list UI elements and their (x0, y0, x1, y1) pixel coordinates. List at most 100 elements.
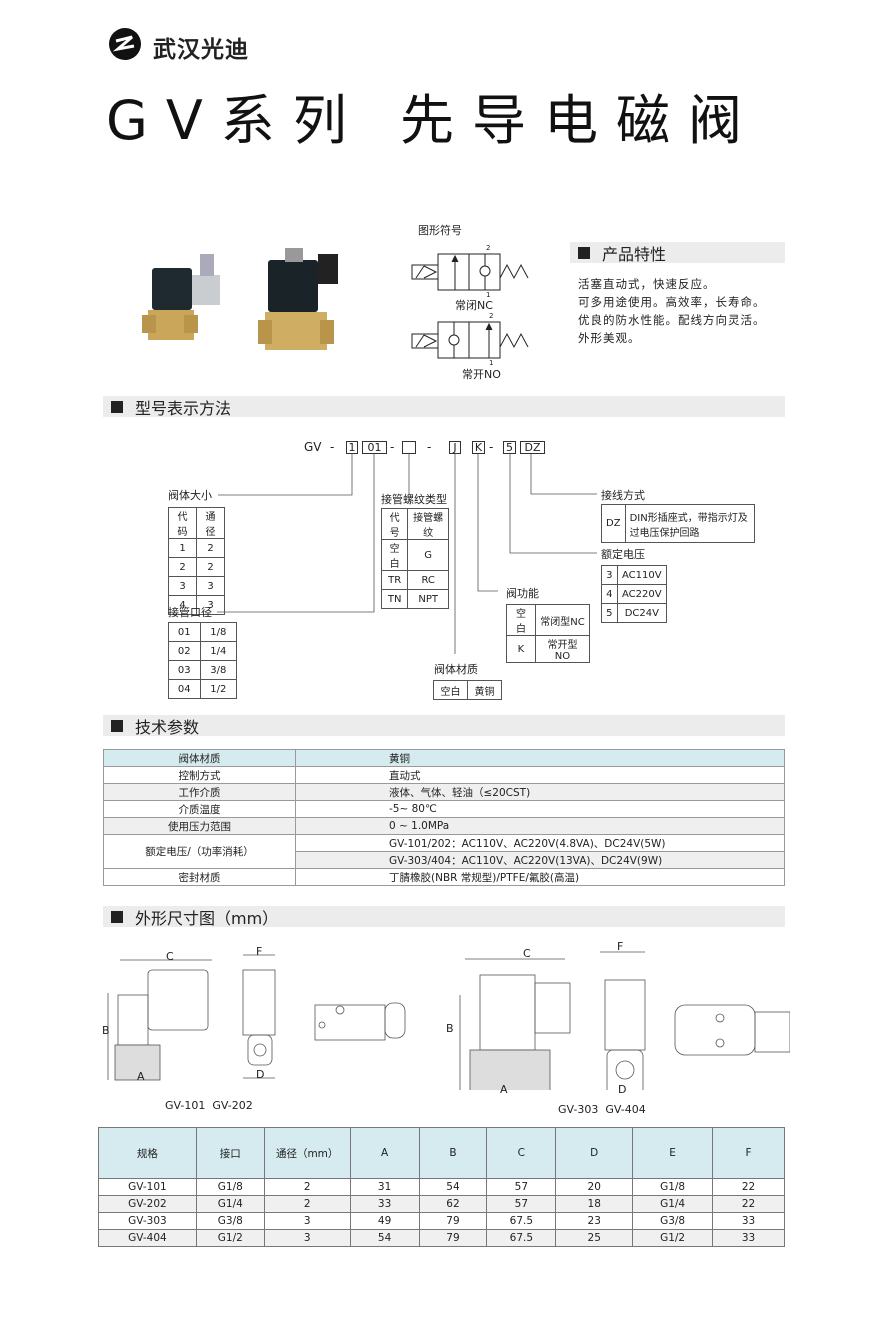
brand-name: 武汉光迪 (153, 37, 249, 63)
cell: 使用压力范围 (103, 817, 296, 835)
cell: C (486, 1127, 557, 1179)
section-header-dimensions: 外形尺寸图（mm） (103, 906, 785, 928)
body-material-table: 空白黄铜 (433, 680, 502, 700)
dim-letter: F (617, 940, 624, 953)
code-wiring-box: DZ (520, 441, 545, 454)
cell: 67.5 (486, 1229, 557, 1247)
section-header-features: 产品特性 (570, 242, 785, 264)
cell: E (632, 1127, 714, 1179)
cell: 33 (349, 1195, 420, 1213)
square-bullet-icon (111, 400, 123, 413)
drawing-caption-large: GV-303 GV-404 (558, 1103, 646, 1116)
cell: 规格 (98, 1127, 197, 1179)
table-row: 阀体材质黄铜 (103, 749, 785, 767)
cell: 3 (196, 595, 225, 615)
dim-letter: F (256, 945, 263, 958)
cell: 代号 (380, 508, 409, 540)
cell: K (506, 635, 536, 663)
cell: 3 (263, 1229, 351, 1247)
port-label: 1 (486, 291, 491, 299)
square-bullet-icon (578, 246, 590, 259)
cell: 常开型NO (534, 635, 591, 663)
dimension-drawings (107, 951, 790, 1090)
cell: DZ (601, 504, 626, 543)
cell: 2 (196, 538, 225, 558)
dim-letter: A (137, 1070, 145, 1083)
dim-letter: B (102, 1024, 110, 1037)
cell: 接口 (195, 1127, 265, 1179)
cell: 介质温度 (103, 800, 296, 818)
tech-spec-table: 阀体材质黄铜 控制方式直动式 工作介质液体、气体、轻油（≤20CST) 介质温度… (103, 749, 785, 886)
table-row: 控制方式直动式 (103, 766, 785, 784)
cell: 25 (555, 1229, 634, 1247)
cell: F (712, 1127, 785, 1179)
code-size-box: 1 (346, 441, 358, 454)
cell: 03 (168, 660, 201, 680)
rated-voltage-label: 额定电压 (601, 548, 645, 561)
cell: GV-303/404：AC110V、AC220V(13VA)、DC24V(9W) (295, 851, 785, 869)
section-title: 技术参数 (135, 717, 200, 737)
cell: RC (407, 570, 449, 590)
cell: 空白 (380, 539, 409, 571)
cell: 23 (555, 1212, 634, 1230)
code-material-box: J (449, 441, 461, 454)
cell: 通径 (196, 507, 225, 539)
cell: 1/2 (199, 679, 238, 699)
no-label: 常开NO (462, 368, 501, 381)
cell: 1/4 (199, 641, 238, 661)
dim-letter: D (618, 1083, 627, 1096)
valve-function-label: 阀功能 (506, 587, 539, 600)
cell: 黄铜 (295, 749, 785, 767)
section-title: 产品特性 (602, 244, 667, 264)
table-row: 工作介质液体、气体、轻油（≤20CST) (103, 783, 785, 801)
cell: 3 (601, 565, 618, 585)
thread-type-label: 接管螺纹类型 (381, 493, 447, 506)
drawing-caption-small: GV-101 GV-202 (165, 1099, 253, 1112)
cell: 3 (196, 576, 225, 596)
cell: G1/8 (632, 1178, 714, 1196)
code-prefix: GV (304, 440, 322, 454)
cell: 0 ~ 1.0MPa (295, 817, 785, 835)
table-row: 介质温度-5~ 80℃ (103, 800, 785, 818)
code-sep: - (390, 440, 395, 454)
page-title: GV系列 先导电磁阀 (106, 89, 760, 152)
cell: B (418, 1127, 488, 1179)
cell: 空白 (433, 680, 468, 700)
cell: 常闭型NC (534, 604, 591, 636)
feature-item: 优良的防水性能。配线方向灵活。 (578, 313, 766, 327)
cell: A (349, 1127, 420, 1179)
feature-item: 活塞直动式，快速反应。 (578, 277, 716, 291)
cell: G1/8 (195, 1178, 265, 1196)
dim-letter: A (500, 1083, 508, 1096)
cell: AC110V (616, 565, 668, 585)
model-connector-lines (217, 454, 597, 654)
cell: 接管螺纹 (407, 508, 449, 540)
nc-label: 常闭NC (455, 299, 493, 312)
code-voltage-box: 5 (503, 441, 516, 454)
feature-list: 活塞直动式，快速反应。 可多用途使用。高效率，长寿命。 优良的防水性能。配线方向… (578, 275, 766, 347)
port-label: 2 (486, 244, 491, 252)
cell: 31 (349, 1178, 420, 1196)
wiring-label: 接线方式 (601, 489, 645, 502)
cell: DIN形插座式，带指示灯及过电压保护回路 (624, 504, 756, 543)
cell: 丁腈橡胶(NBR 常规型)/PTFE/氟胶(高温) (295, 868, 785, 886)
table-row: 额定电压/（功率消耗）GV-101/202：AC110V、AC220V(4.8V… (103, 834, 785, 869)
cell: G1/4 (195, 1195, 265, 1213)
cell: 额定电压/（功率消耗） (103, 834, 296, 869)
cell: 液体、气体、轻油（≤20CST) (295, 783, 785, 801)
cell: 62 (418, 1195, 488, 1213)
cell: G1/4 (632, 1195, 714, 1213)
port-size-label: 接管口径 (168, 606, 212, 619)
cell: 控制方式 (103, 766, 296, 784)
dim-letter: D (256, 1068, 265, 1081)
cell: TN (380, 589, 409, 609)
cell: GV-404 (98, 1229, 197, 1247)
